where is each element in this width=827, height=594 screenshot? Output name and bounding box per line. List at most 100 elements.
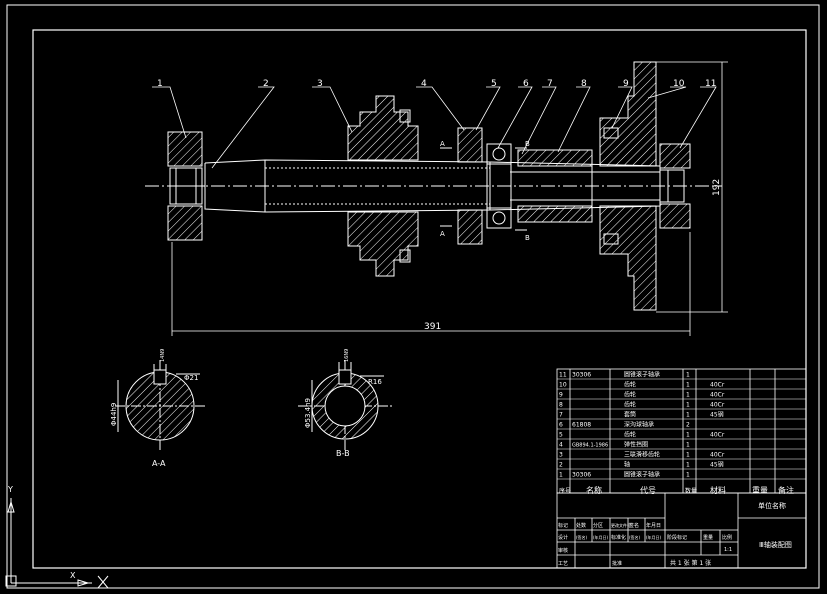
section-a-a (115, 360, 206, 452)
inner-border (32, 29, 807, 569)
bearing-middle (486, 143, 512, 229)
review-label: 审核 (558, 547, 568, 554)
bom-cell-code: 30306 (572, 372, 591, 379)
drawing-name: Ⅲ轴装配图 (759, 540, 792, 549)
callout-10: 10 (673, 79, 685, 89)
bom-cell-qty: 1 (686, 452, 690, 459)
bom-header-code: 代号 (640, 485, 656, 495)
section-b-title: B-B (336, 449, 350, 458)
standard-date: (年月日) (646, 534, 662, 540)
section-a-title: A-A (152, 459, 166, 468)
bom-cell-material: 40Cr (710, 452, 725, 459)
callout-4: 4 (421, 79, 427, 89)
bom-cell-no: 9 (559, 392, 563, 399)
overall-length-label: 391 (424, 322, 441, 332)
bom-cell-material: 40Cr (710, 382, 725, 389)
bom-cell-qty: 1 (686, 382, 690, 389)
count-label: 处数 (576, 522, 586, 529)
bom-cell-name: 圆锥滚子轴承 (624, 471, 660, 479)
part-callouts: 1 2 3 4 5 6 7 8 9 10 11 391 192 A A B B (157, 79, 722, 332)
cut-b-label-top: B (525, 140, 530, 148)
bom-cell-name: 圆锥滚子轴承 (624, 371, 660, 379)
approve-label: 批准 (612, 560, 622, 567)
bom-cell-name: 轴 (624, 461, 630, 469)
bom-cell-code: 30306 (572, 472, 591, 479)
bom-header-qty: 数量 (685, 487, 697, 495)
bom-header-name: 名称 (586, 485, 602, 495)
bearing-left (167, 131, 205, 241)
callout-5: 5 (491, 79, 497, 89)
stage-mark-label: 阶段标记 (667, 534, 687, 541)
design-sign: (签名) (576, 534, 588, 540)
bom-cell-qty: 2 (686, 422, 690, 429)
ucs-icon (5, 498, 109, 589)
bom-cell-material: 40Cr (710, 402, 725, 409)
cut-a-label-bottom: A (440, 230, 445, 238)
outer-border (6, 4, 820, 589)
callout-11: 11 (705, 79, 716, 89)
bom-cell-material: 40Cr (710, 432, 725, 439)
bom-cell-no: 8 (559, 402, 563, 409)
bom-cell-qty: 1 (686, 432, 690, 439)
bom-cell-name: 齿轮 (624, 391, 636, 399)
bom-cell-name: 套筒 (624, 411, 636, 419)
mark-label: 标记 (558, 522, 568, 529)
bom-cell-no: 4 (559, 442, 563, 449)
gear-5 (457, 127, 483, 245)
callout-2: 2 (263, 79, 269, 89)
callout-leaders (152, 86, 717, 169)
scale-label: 比例 (722, 534, 732, 541)
section-a-diameter: Φ44h9 (110, 403, 118, 426)
bom-cell-no: 5 (559, 432, 563, 439)
bom-cell-qty: 1 (686, 412, 690, 419)
bom-cell-no: 6 (559, 422, 563, 429)
section-b-diameter: Φ53.4h9 (304, 398, 312, 428)
bom-cell-qty: 1 (686, 442, 690, 449)
callout-3: 3 (317, 79, 323, 89)
assembly-main-view (145, 61, 728, 336)
bom-header-weight: 重量 (752, 485, 768, 495)
callout-9: 9 (623, 79, 629, 89)
bom-cell-name: 齿轮 (624, 431, 636, 439)
bom-cell-qty: 1 (686, 402, 690, 409)
ucs-y-label: Y (7, 485, 13, 494)
bom-cell-no: 11 (559, 372, 567, 379)
bom-cell-code: 61808 (572, 422, 591, 429)
triple-sliding-gear (347, 95, 419, 277)
section-b-key-width: 16N9 (344, 349, 350, 362)
bom-cell-qty: 1 (686, 372, 690, 379)
callout-6: 6 (523, 79, 529, 89)
gear-9-10 (599, 61, 657, 311)
zone-label: 分区 (593, 522, 603, 529)
bom-cell-name: 三联滑移齿轮 (624, 451, 660, 459)
cut-b-label-bottom: B (525, 234, 530, 242)
process-label: 工艺 (558, 561, 568, 567)
bom-cell-name: 齿轮 (624, 401, 636, 409)
weight-label: 重量 (703, 534, 713, 541)
bom-cell-qty: 1 (686, 392, 690, 399)
shaft (204, 159, 661, 213)
standard-sign: (签名) (629, 534, 641, 540)
bom-header-note: 备注 (778, 485, 794, 495)
bom-table (556, 368, 807, 494)
title-block-text: 单位名称 Ⅲ轴装配图 标记 处数 分区 更改文件号 签名 年月日 设计 (签名)… (558, 501, 792, 567)
section-a-key-width: 14N9 (160, 349, 166, 362)
bom-cell-material: 45钢 (710, 461, 724, 469)
date-label: 年月日 (646, 522, 661, 529)
title-block (556, 492, 807, 569)
bom-cell-no: 10 (559, 382, 567, 389)
signature-label: 签名 (629, 522, 639, 529)
bom-cell-material: 40Cr (710, 392, 725, 399)
scale-value: 1:1 (724, 547, 732, 553)
gear-8 (517, 149, 593, 223)
design-date: (年月日) (593, 534, 609, 540)
callout-8: 8 (581, 79, 587, 89)
ucs-x-label: X (70, 571, 76, 580)
section-a-labels: A-A Φ44h9 14N9 Φ21 (110, 349, 198, 468)
bom-cell-no: 2 (559, 462, 563, 469)
bom-header-no: 序号 (559, 487, 571, 495)
bom-cell-no: 1 (559, 472, 563, 479)
bom-cell-name: 弹性挡圈 (624, 441, 648, 449)
section-a-key-depth: Φ21 (184, 374, 198, 382)
